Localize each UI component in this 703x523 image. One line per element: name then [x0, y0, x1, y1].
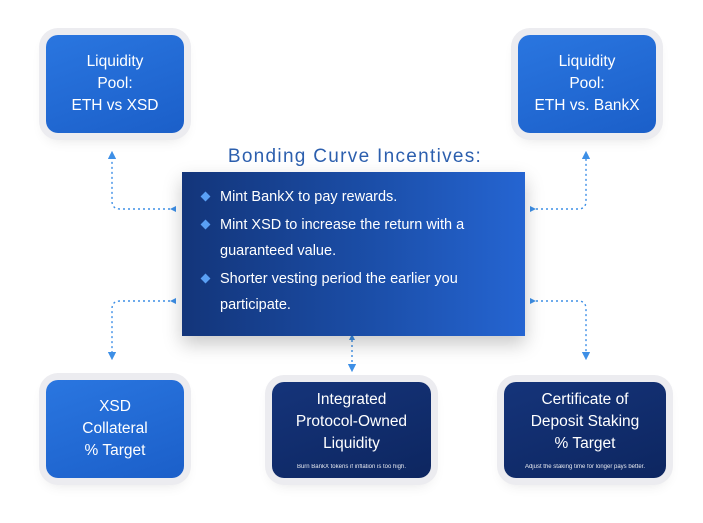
card-line: % Target	[84, 442, 146, 459]
card-line: XSD	[99, 398, 131, 415]
card-line: Pool:	[97, 75, 133, 92]
connector-top-left	[107, 150, 170, 210]
connector-bottom-left	[107, 300, 170, 361]
bullet-item: Mint XSD to increase the return with a g…	[200, 214, 511, 262]
card-line: Certificate of	[541, 391, 629, 408]
card-xsd-collateral-target: XSD Collateral % Target	[46, 380, 184, 478]
card-line: Integrated	[316, 391, 387, 408]
card-line: Pool:	[569, 75, 605, 92]
card-line: % Target	[554, 435, 616, 452]
card-line: ETH vs. BankX	[534, 97, 640, 114]
card-line: ETH vs XSD	[71, 97, 159, 114]
card-line: Liquidity	[86, 53, 144, 70]
bullet-text: Mint BankX to pay rewards.	[220, 189, 398, 205]
diamond-bullet-icon	[200, 273, 211, 284]
connector-top-right	[536, 150, 591, 210]
bullet-item: Shorter vesting period the earlier you p…	[200, 268, 511, 316]
diagram-title: Bonding Curve Incentives:	[227, 146, 483, 167]
bullet-text: participate.	[220, 297, 291, 313]
card-note: Adjust the staking time for longer pays …	[524, 464, 646, 470]
card-line: Liquidity	[323, 435, 380, 452]
card-note: Burn BankX tokens if inflation is too hi…	[296, 464, 407, 470]
card-line: Deposit Staking	[530, 413, 640, 430]
bullet-text: Mint XSD to increase the return with a	[220, 217, 465, 233]
card-integrated-protocol-owned-liquidity: Integrated Protocol-Owned Liquidity Burn…	[272, 382, 431, 478]
card-line: Collateral	[82, 420, 148, 437]
card-line: Liquidity	[558, 53, 616, 70]
diamond-bullet-icon	[200, 219, 211, 230]
bullet-text: guaranteed value.	[220, 243, 337, 259]
connector-bottom-right	[536, 300, 591, 361]
card-liquidity-pool-eth-bankx: Liquidity Pool: ETH vs. BankX	[518, 35, 656, 133]
bullet-text: Shorter vesting period the earlier you	[220, 271, 458, 287]
diamond-bullet-icon	[200, 191, 211, 202]
bonding-curve-box: Mint BankX to pay rewards. Mint XSD to i…	[182, 172, 525, 336]
card-line: Protocol-Owned	[295, 413, 408, 430]
card-liquidity-pool-eth-xsd: Liquidity Pool: ETH vs XSD	[46, 35, 184, 133]
card-certificate-of-deposit-staking-target: Certificate of Deposit Staking % Target …	[504, 382, 666, 478]
bullet-item: Mint BankX to pay rewards.	[200, 186, 511, 208]
